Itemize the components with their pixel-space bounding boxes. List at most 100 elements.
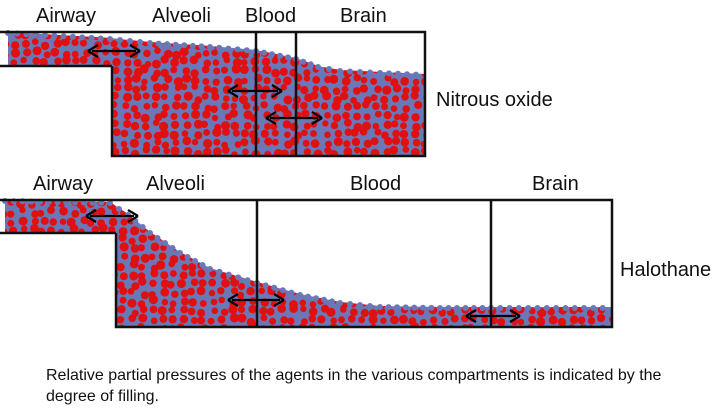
particle xyxy=(242,37,251,47)
particle xyxy=(172,139,180,147)
particle xyxy=(241,218,250,226)
particle xyxy=(120,40,129,48)
particle xyxy=(161,141,170,149)
particle xyxy=(191,83,199,90)
particle xyxy=(180,305,189,314)
surface-fuzz xyxy=(285,54,291,61)
particle xyxy=(578,271,588,281)
particle xyxy=(17,322,27,327)
particle xyxy=(303,122,311,130)
particle xyxy=(317,206,327,216)
particle xyxy=(174,84,182,91)
particle xyxy=(172,101,181,110)
particle xyxy=(187,307,196,316)
surface-fuzz xyxy=(479,305,486,311)
particle xyxy=(448,216,457,226)
particle xyxy=(30,74,39,83)
particle xyxy=(197,308,206,317)
particle xyxy=(271,138,279,146)
particle xyxy=(241,59,248,66)
particle xyxy=(88,297,97,307)
particle xyxy=(236,188,245,197)
particle xyxy=(5,316,7,324)
particle xyxy=(308,263,316,271)
particle xyxy=(201,92,209,100)
particle xyxy=(208,246,215,254)
particle xyxy=(391,120,399,128)
particle xyxy=(5,242,7,251)
particle xyxy=(160,93,168,100)
particle xyxy=(99,289,107,297)
particle xyxy=(60,112,68,121)
particle xyxy=(49,218,57,226)
particle xyxy=(386,272,395,282)
particle xyxy=(8,58,9,66)
particle xyxy=(208,237,217,245)
particle xyxy=(43,51,51,59)
particle xyxy=(120,188,128,196)
particle xyxy=(351,227,360,237)
particle xyxy=(69,224,79,233)
particle xyxy=(340,306,347,313)
particle xyxy=(409,200,417,209)
particle xyxy=(32,102,39,110)
particle xyxy=(187,244,196,253)
particle xyxy=(231,287,239,295)
particle xyxy=(392,84,402,93)
surface-fuzz xyxy=(581,305,588,311)
particle xyxy=(78,326,85,327)
particle xyxy=(168,225,176,232)
particle xyxy=(21,317,29,326)
particle xyxy=(188,207,198,217)
particle xyxy=(182,67,191,75)
surface-fuzz xyxy=(377,70,383,76)
particle xyxy=(300,101,308,110)
particle xyxy=(362,101,370,109)
surface-fuzz xyxy=(305,293,311,300)
particle xyxy=(130,226,140,236)
particle xyxy=(220,272,228,280)
particle xyxy=(103,96,110,103)
particle xyxy=(5,236,6,244)
particle xyxy=(229,236,238,245)
particle xyxy=(551,272,560,282)
particle xyxy=(210,105,218,113)
particle xyxy=(353,101,362,110)
particle xyxy=(357,210,367,219)
particle xyxy=(236,224,246,234)
particle xyxy=(338,272,346,280)
particle xyxy=(6,243,15,252)
particle xyxy=(500,253,509,263)
particle xyxy=(166,280,175,289)
particle xyxy=(596,313,606,323)
particle xyxy=(51,138,61,147)
particle xyxy=(406,241,416,251)
particle xyxy=(101,67,108,74)
particle xyxy=(499,218,508,227)
particle xyxy=(8,104,13,113)
particle xyxy=(459,269,468,279)
particle xyxy=(187,287,195,296)
particle xyxy=(118,227,128,236)
surface-fuzz xyxy=(234,46,241,53)
surface-fuzz xyxy=(177,250,183,256)
particle xyxy=(79,243,87,251)
particle xyxy=(168,260,176,268)
particle xyxy=(383,120,392,129)
particle xyxy=(158,252,167,261)
particle xyxy=(526,259,536,269)
particle xyxy=(298,323,308,327)
particle xyxy=(376,215,385,223)
particle xyxy=(270,39,279,48)
surface-fuzz xyxy=(79,34,86,41)
top-alveoli-label: Alveoli xyxy=(152,5,211,27)
particle xyxy=(257,252,266,261)
particle xyxy=(57,289,66,298)
particle xyxy=(598,288,607,297)
particle xyxy=(279,271,288,281)
particle xyxy=(202,32,212,39)
particle xyxy=(31,307,39,314)
particle xyxy=(203,129,211,136)
particle xyxy=(24,149,32,156)
particle xyxy=(380,270,387,277)
